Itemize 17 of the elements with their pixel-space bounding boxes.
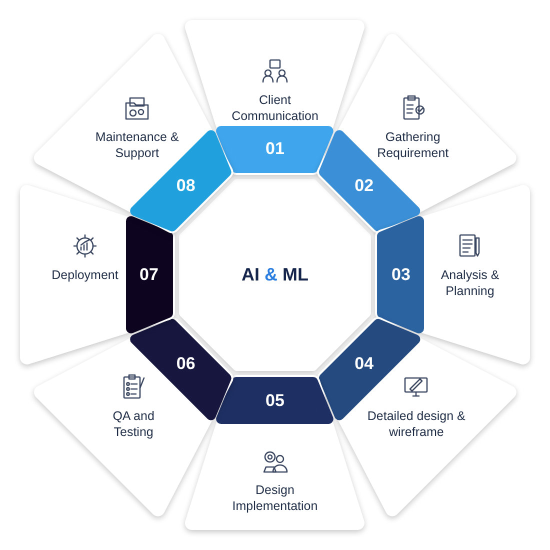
step-label: Client Communication [230,92,320,124]
step-number: 07 [140,264,158,285]
step-label: Detailed design & wireframe [366,408,466,440]
step-label: Analysis & Planning [440,266,500,299]
step-number: 08 [176,176,196,196]
step-label: Maintenance & Support [94,129,180,162]
step-number: 03 [392,264,410,285]
step-label: Design Implementation [231,482,319,514]
step-number: 05 [266,391,284,411]
step-label: QA and Testing [112,408,156,440]
step-label: Deployment [50,266,120,283]
step-number: 04 [354,354,374,374]
step-label: Gathering Requirement [376,129,450,162]
center-title: AI & ML [241,264,309,286]
step-number: 06 [176,354,196,374]
step-number: 01 [266,139,284,159]
step-number: 02 [354,176,374,196]
